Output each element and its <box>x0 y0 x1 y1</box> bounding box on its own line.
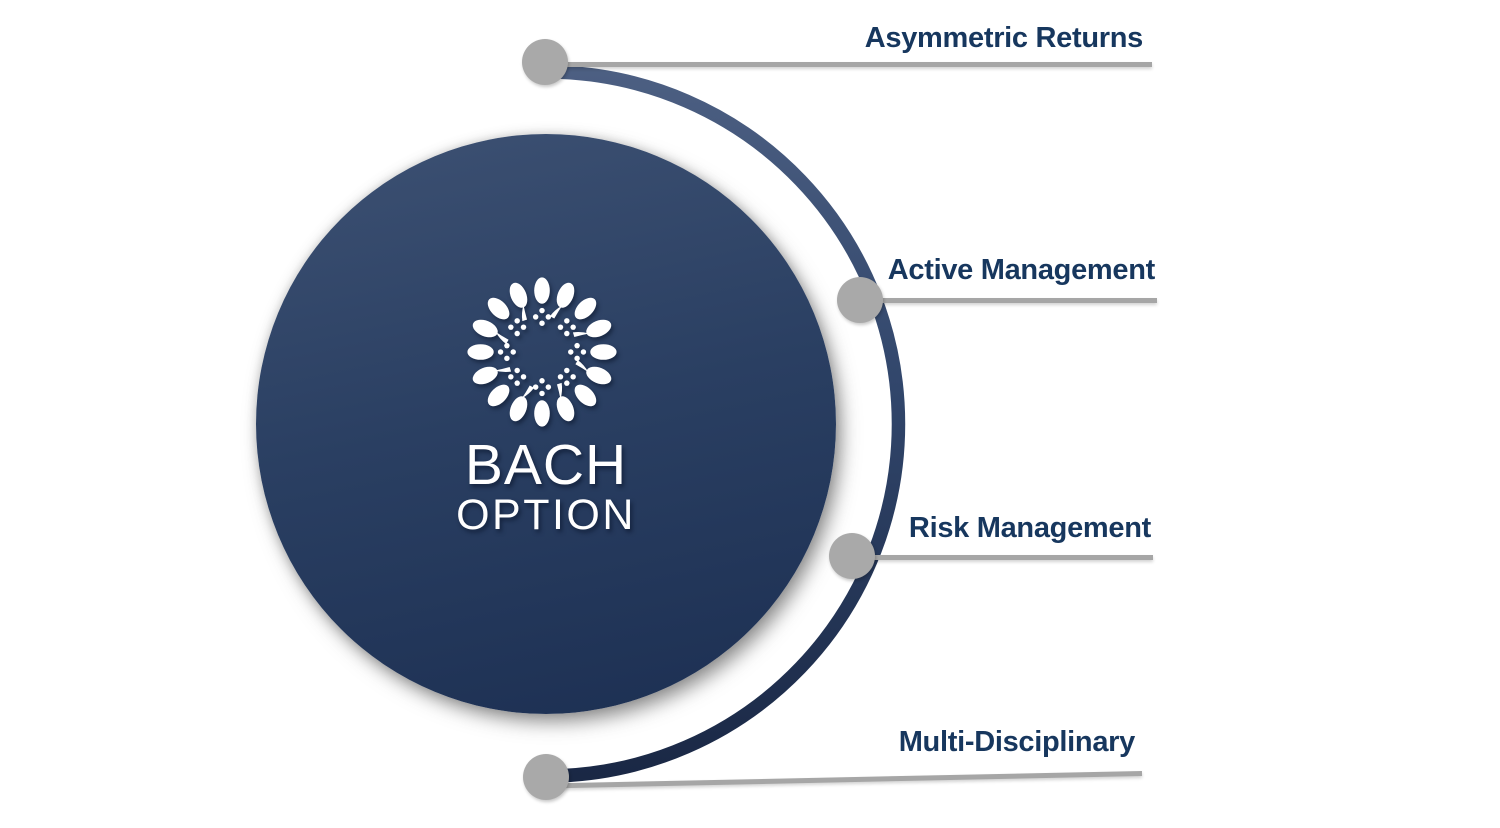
feature-connector-line <box>860 298 1157 303</box>
orbit-arc-path <box>554 65 906 783</box>
feature-node-dot <box>522 39 568 85</box>
feature-label-risk-management: Risk Management <box>908 512 1151 544</box>
feature-label-asymmetric-returns: Asymmetric Returns <box>864 22 1144 54</box>
feature-connector-line <box>545 62 1152 67</box>
feature-label-multi-disciplinary: Multi-Disciplinary <box>898 726 1136 758</box>
feature-node-dot <box>837 277 883 323</box>
brand-subname: OPTION <box>456 491 636 539</box>
feature-node-dot <box>523 754 569 800</box>
bach-option-logo-icon <box>467 277 617 427</box>
feature-node-dot <box>829 533 875 579</box>
feature-label-active-management: Active Management <box>887 254 1156 286</box>
feature-connector-line <box>852 555 1153 560</box>
brand-circle: BACH OPTION <box>256 134 836 714</box>
brand-name: BACH <box>464 433 628 497</box>
